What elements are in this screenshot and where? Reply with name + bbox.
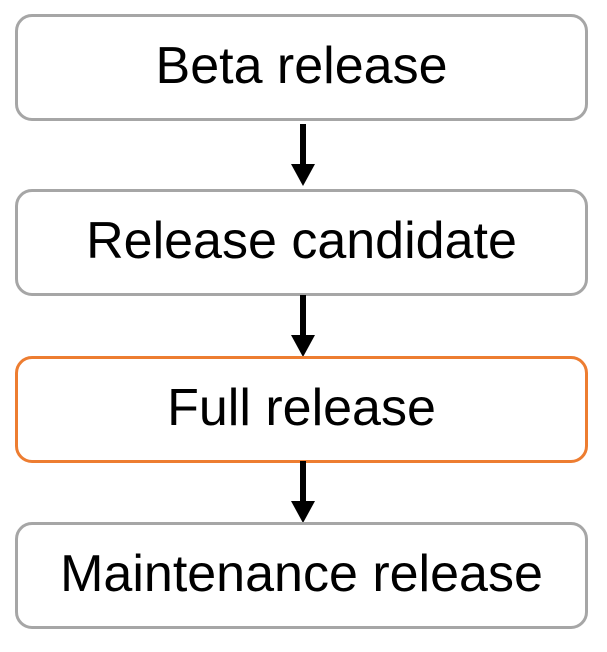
down-arrow-icon xyxy=(288,461,318,523)
node-beta-release: Beta release xyxy=(15,14,588,121)
down-arrow-icon xyxy=(288,124,318,186)
node-label: Maintenance release xyxy=(60,544,543,603)
node-release-candidate: Release candidate xyxy=(15,189,588,296)
node-maintenance-release: Maintenance release xyxy=(15,522,588,629)
node-label: Release candidate xyxy=(86,211,517,270)
node-full-release: Full release xyxy=(15,356,588,463)
node-label: Full release xyxy=(167,378,436,437)
down-arrow-icon xyxy=(288,295,318,357)
node-label: Beta release xyxy=(155,36,448,95)
